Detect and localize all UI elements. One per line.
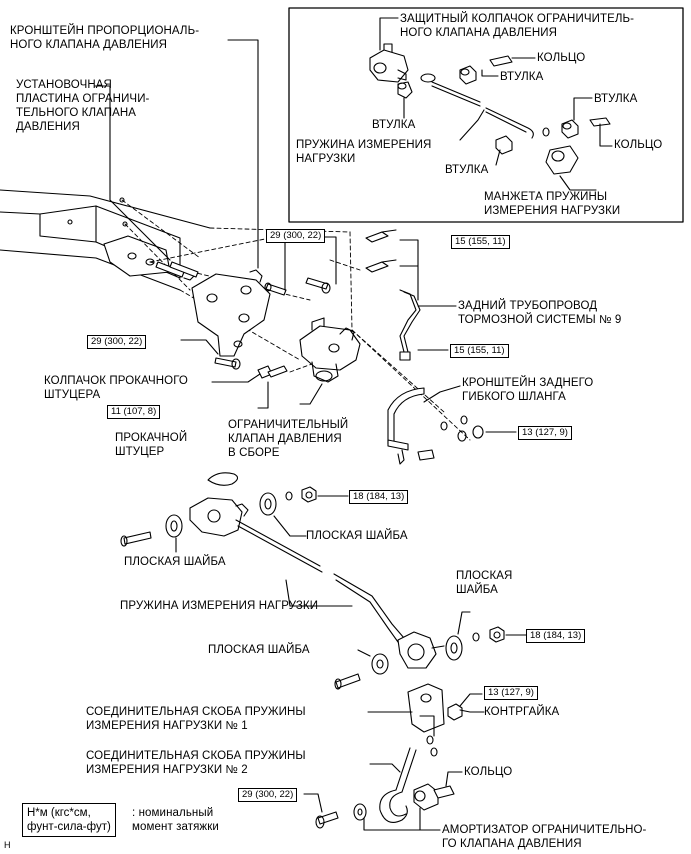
bolt-bottom xyxy=(315,811,339,829)
inset-ring-top xyxy=(489,55,513,67)
load-spring-rod xyxy=(235,519,405,643)
label-valve-assembly: ОГРАНИЧИТЕЛЬНЫЙ КЛАПАН ДАВЛЕНИЯ В СБОРЕ xyxy=(228,419,349,459)
label-spring-cuff: МАНЖЕТА ПРУЖИНЫ ИЗМЕРЕНИЯ НАГРУЗКИ xyxy=(484,191,621,217)
shock-absorber-part xyxy=(413,783,439,811)
locknut-part xyxy=(447,703,463,721)
label-load-spring-main: ПРУЖИНА ИЗМЕРЕНИЯ НАГРУЗКИ xyxy=(120,600,319,612)
label-locknut: КОНТРГАЙКА xyxy=(484,706,560,718)
frame-bracket xyxy=(103,235,171,277)
torque-11-bleeder: 11 (107, 8) xyxy=(107,405,161,419)
label-link-bracket-2: СОЕДИНИТЕЛЬНАЯ СКОБА ПРУЖИНЫ ИЗМЕРЕНИЯ Н… xyxy=(86,750,306,776)
link-bracket-1-part xyxy=(407,683,445,737)
label-flat-washer-4: ПЛОСКАЯ ШАЙБА xyxy=(208,644,310,656)
label-bleeder-plug: ПРОКАЧНОЙ ШТУЦЕР xyxy=(115,432,188,458)
label-bracket-proportioning-valve: КРОНШТЕЙН ПРОПОРЦИОНАЛЬ- НОГО КЛАПАНА ДА… xyxy=(10,25,200,51)
label-mounting-plate: УСТАНОВОЧНАЯ ПЛАСТИНА ОГРАНИЧИ- ТЕЛЬНОГО… xyxy=(16,79,150,133)
inset-bushing-4 xyxy=(561,119,579,139)
legend-meaning: : номинальный момент затяжки xyxy=(132,807,219,833)
label-bushing-2: ВТУЛКА xyxy=(372,119,416,131)
spring-lower-end xyxy=(397,631,445,669)
bolt-mid-lower xyxy=(334,673,361,690)
inset-frame xyxy=(288,7,684,223)
legend-units-box: Н*м (кгс*см, фунт-сила-фут) xyxy=(22,803,116,837)
bolt-29-top xyxy=(264,282,287,296)
label-bushing-3: ВТУЛКА xyxy=(445,164,489,176)
rear-brake-line-tube xyxy=(399,289,421,361)
bleeder-plug-part xyxy=(267,365,288,378)
torque-18-upper: 18 (184, 13) xyxy=(349,490,409,504)
link-washer-1 xyxy=(426,735,434,745)
label-shock-absorber: АМОРТИЗАТОР ОГРАНИЧИТЕЛЬНО- ГО КЛАПАНА Д… xyxy=(442,824,647,850)
valve-assembly-part xyxy=(299,317,361,383)
small-washer-right xyxy=(472,632,480,642)
flat-washer-mid xyxy=(371,653,389,675)
label-bleeder-cap: КОЛПАЧОК ПРОКАЧНОГО ШТУЦЕРА xyxy=(44,375,188,401)
bracket-bolt-2 xyxy=(169,261,199,278)
inset-spring-rod xyxy=(420,73,534,139)
torque-15-lower: 15 (155, 11) xyxy=(450,344,509,358)
torque-29-top: 29 (300, 22) xyxy=(266,229,326,243)
flat-washer-left xyxy=(165,514,183,538)
valve-lower-body xyxy=(189,497,249,537)
label-load-spring-inset: ПРУЖИНА ИЗМЕРЕНИЯ НАГРУЗКИ xyxy=(296,139,432,165)
protective-cap-part xyxy=(369,43,409,83)
brake-line-fitting-upper xyxy=(365,229,397,243)
washer-bottom xyxy=(353,803,367,821)
small-washer-top xyxy=(285,491,293,501)
torque-29-left: 29 (300, 22) xyxy=(87,335,147,349)
inset-bushing-1 xyxy=(397,81,413,99)
flat-washer-right xyxy=(445,635,463,661)
bolt-29-left xyxy=(214,357,241,370)
flat-washer-top xyxy=(259,492,277,516)
label-ring-top: КОЛЬЦО xyxy=(537,52,586,64)
nut-top-18 xyxy=(301,486,317,503)
label-ring-bottom: КОЛЬЦО xyxy=(464,766,513,778)
label-flat-washer-2: ПЛОСКАЯ ШАЙБА xyxy=(124,556,226,568)
link-washer-2 xyxy=(430,747,438,757)
label-bushing-4: ВТУЛКА xyxy=(594,93,638,105)
corner-mark: H xyxy=(4,840,11,850)
inset-small-washer xyxy=(542,127,550,137)
bolt-left-lower xyxy=(120,531,152,547)
inset-bushing-2 xyxy=(459,65,477,85)
link-bracket-2-part xyxy=(379,747,417,823)
inset-ring-right xyxy=(589,117,611,127)
torque-18-lower: 18 (184, 13) xyxy=(526,629,586,643)
bolt-29-center xyxy=(305,277,331,294)
ring-bottom-part xyxy=(433,785,455,799)
torque-13-hose-bracket: 13 (127, 9) xyxy=(518,426,572,440)
torque-15-upper: 15 (155, 11) xyxy=(451,235,510,249)
label-rear-hose-bracket: КРОНШТЕЙН ЗАДНЕГО ГИБКОГО ШЛАНГА xyxy=(462,377,594,403)
label-flat-washer-1: ПЛОСКАЯ ШАЙБА xyxy=(306,530,408,542)
inset-bushing-3 xyxy=(495,135,513,155)
valve-bracket-part xyxy=(191,269,271,357)
label-bushing-1: ВТУЛКА xyxy=(500,71,544,83)
label-ring-right: КОЛЬЦО xyxy=(614,139,663,151)
hose-bracket-nuts xyxy=(440,415,484,442)
nut-right-18 xyxy=(489,626,505,643)
snap-ring-part xyxy=(207,472,239,486)
torque-13-locknut: 13 (127, 9) xyxy=(484,686,538,700)
brake-line-fitting-lower xyxy=(365,259,397,273)
label-link-bracket-1: СОЕДИНИТЕЛЬНАЯ СКОБА ПРУЖИНЫ ИЗМЕРЕНИЯ Н… xyxy=(86,706,306,732)
label-flat-washer-3: ПЛОСКАЯ ШАЙБА xyxy=(456,570,513,596)
rear-hose-bracket-part xyxy=(387,387,435,465)
label-rear-brake-line: ЗАДНИЙ ТРУБОПРОВОД ТОРМОЗНОЙ СИСТЕМЫ № 9 xyxy=(458,300,622,326)
label-protective-cap: ЗАЩИТНЫЙ КОЛПАЧОК ОГРАНИЧИТЕЛЬ- НОГО КЛА… xyxy=(400,13,635,39)
torque-29-bottom: 29 (300, 22) xyxy=(238,788,298,802)
spring-cuff-part xyxy=(545,145,579,175)
